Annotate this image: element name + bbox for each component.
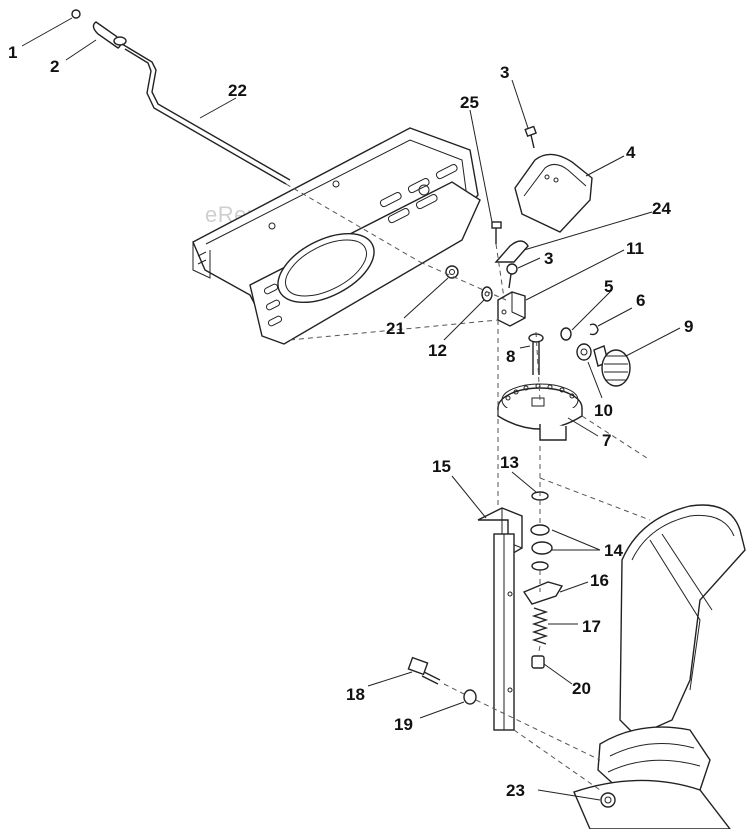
callout-14: 14 — [604, 541, 623, 560]
callout-18: 18 — [346, 685, 365, 704]
part-20-nut — [531, 655, 545, 669]
part-12-washer — [481, 286, 493, 302]
part-1-cap-screw — [71, 9, 81, 19]
part-11-bracket — [497, 291, 526, 327]
callout-17: 17 — [582, 617, 601, 636]
part-19-washer — [463, 689, 477, 705]
callout-20: 20 — [572, 679, 591, 698]
callout-25: 25 — [460, 93, 479, 112]
part-25-screw — [491, 221, 502, 244]
part-15-support-bar — [477, 507, 523, 731]
part-3-upper-screw — [524, 125, 537, 149]
part-3-lower-screw — [506, 263, 518, 289]
callout-24: 24 — [652, 199, 671, 218]
part-17-spring — [531, 607, 549, 645]
callout-2: 2 — [50, 57, 59, 76]
callout-1: 1 — [8, 43, 17, 62]
callout-3-upper: 3 — [500, 63, 509, 82]
callout-15: 15 — [432, 457, 451, 476]
callout-19: 19 — [394, 715, 413, 734]
part-22-crank-rod — [121, 43, 291, 185]
callout-8: 8 — [506, 347, 515, 366]
callout-6: 6 — [636, 291, 645, 310]
callout-7: 7 — [602, 431, 611, 450]
callout-11: 11 — [626, 239, 644, 258]
callout-9: 9 — [684, 317, 693, 336]
callout-12: 12 — [428, 341, 447, 360]
chute-housing-bracket — [192, 127, 481, 345]
discharge-chute — [573, 504, 746, 830]
part-6-clip — [589, 323, 599, 336]
callout-5: 5 — [604, 277, 613, 296]
callout-3-lower: 3 — [544, 249, 553, 268]
callout-21: 21 — [386, 319, 405, 338]
callout-22: 22 — [228, 81, 247, 100]
callout-23: 23 — [506, 781, 525, 800]
part-16-plate — [522, 581, 564, 605]
callout-labels: 1 2 22 3 25 4 24 3 11 5 6 9 10 8 21 12 7… — [8, 43, 693, 800]
part-23-bolt — [600, 792, 616, 808]
part-8-bolt — [528, 333, 544, 375]
part-4-knob-cap — [514, 153, 593, 233]
part-5-washer — [560, 327, 572, 341]
callout-4: 4 — [626, 143, 636, 162]
part-9-pinion-gear — [593, 345, 631, 387]
part-18-bolt — [407, 656, 441, 685]
part-14-washers — [530, 524, 553, 571]
leader-lines — [21, 17, 681, 801]
callout-16: 16 — [590, 571, 609, 590]
part-24-clamp — [494, 240, 529, 263]
part-21-nut — [445, 265, 459, 279]
callout-10: 10 — [594, 401, 613, 420]
assembly-lines — [285, 183, 651, 791]
part-7-gear-ring — [497, 383, 583, 441]
part-10-washer — [576, 343, 592, 361]
callout-13: 13 — [500, 453, 519, 472]
part-2-handle-grip — [92, 21, 127, 49]
